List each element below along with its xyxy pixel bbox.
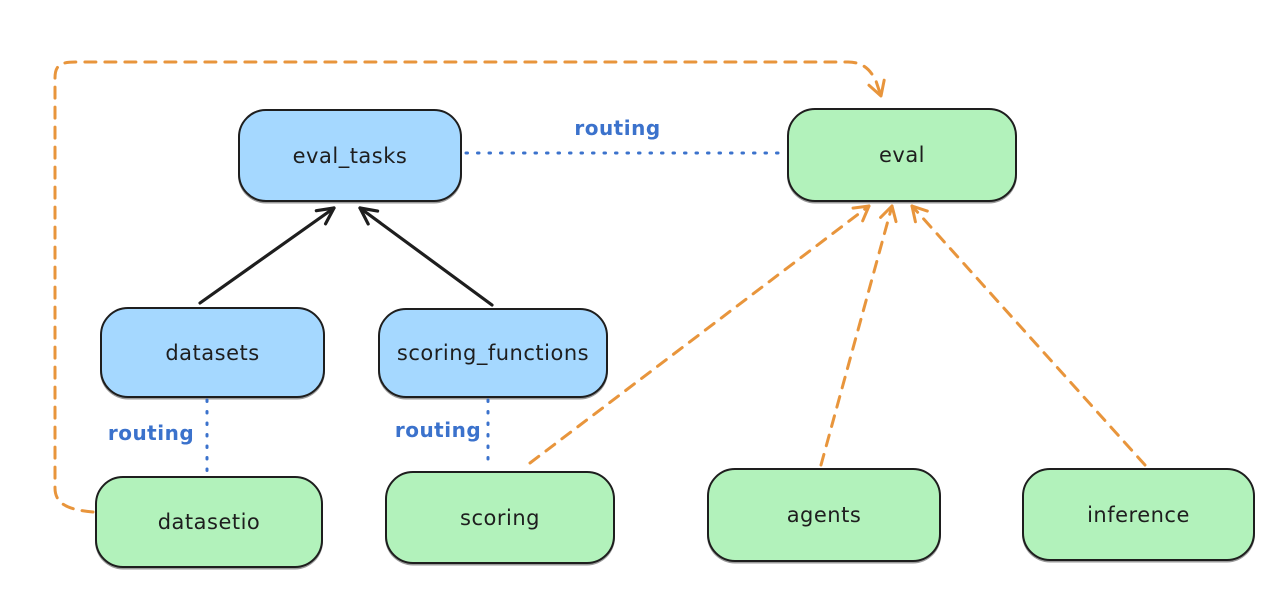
node-datasetio-label: datasetio <box>157 510 261 534</box>
edge-scoring-functions-to-eval-tasks <box>358 206 494 307</box>
routing-label-eval-tasks-eval: routing <box>574 116 661 140</box>
routing-label-datasets-datasetio: routing <box>107 421 195 445</box>
node-scoring-label: scoring <box>460 505 540 530</box>
node-agents: agents <box>707 468 941 562</box>
edge-agents-to-eval <box>819 204 898 467</box>
node-scoring: scoring <box>385 471 615 564</box>
node-eval-label: eval <box>878 143 926 167</box>
node-eval: eval <box>787 108 1017 202</box>
node-scoring-functions-label: scoring_functions <box>396 341 590 365</box>
node-scoring-functions: scoring_functions <box>378 308 608 398</box>
edge-datasets-to-eval-tasks <box>198 206 336 305</box>
node-agents-label: agents <box>786 503 862 527</box>
node-eval-tasks-label: eval_tasks <box>292 143 408 168</box>
node-inference: inference <box>1022 468 1255 561</box>
node-datasets: datasets <box>100 307 325 398</box>
routing-label-scoring-functions-scoring: routing <box>394 418 482 442</box>
edge-inference-to-eval <box>910 204 1147 467</box>
node-inference-label: inference <box>1087 502 1190 527</box>
node-eval-tasks: eval_tasks <box>238 109 462 202</box>
node-datasetio: datasetio <box>95 476 323 568</box>
node-datasets-label: datasets <box>165 340 260 365</box>
